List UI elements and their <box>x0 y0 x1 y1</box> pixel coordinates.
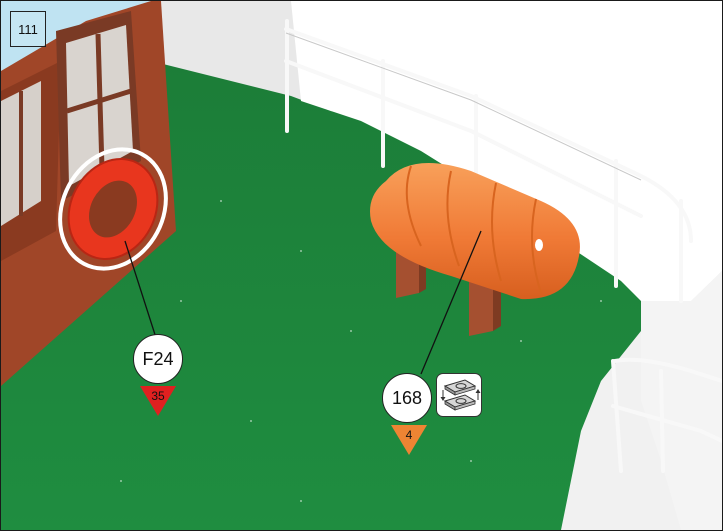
sandpaper-sanding-icon <box>436 373 482 417</box>
page-number: 111 <box>10 11 46 47</box>
part-callout-168: 168 <box>382 373 432 423</box>
quantity-value-168: 4 <box>391 428 427 442</box>
quantity-badge-f24: 35 <box>140 386 176 416</box>
quantity-value-f24: 35 <box>140 389 176 403</box>
part-callout-f24: F24 <box>133 334 183 384</box>
quantity-badge-168: 4 <box>391 425 427 455</box>
